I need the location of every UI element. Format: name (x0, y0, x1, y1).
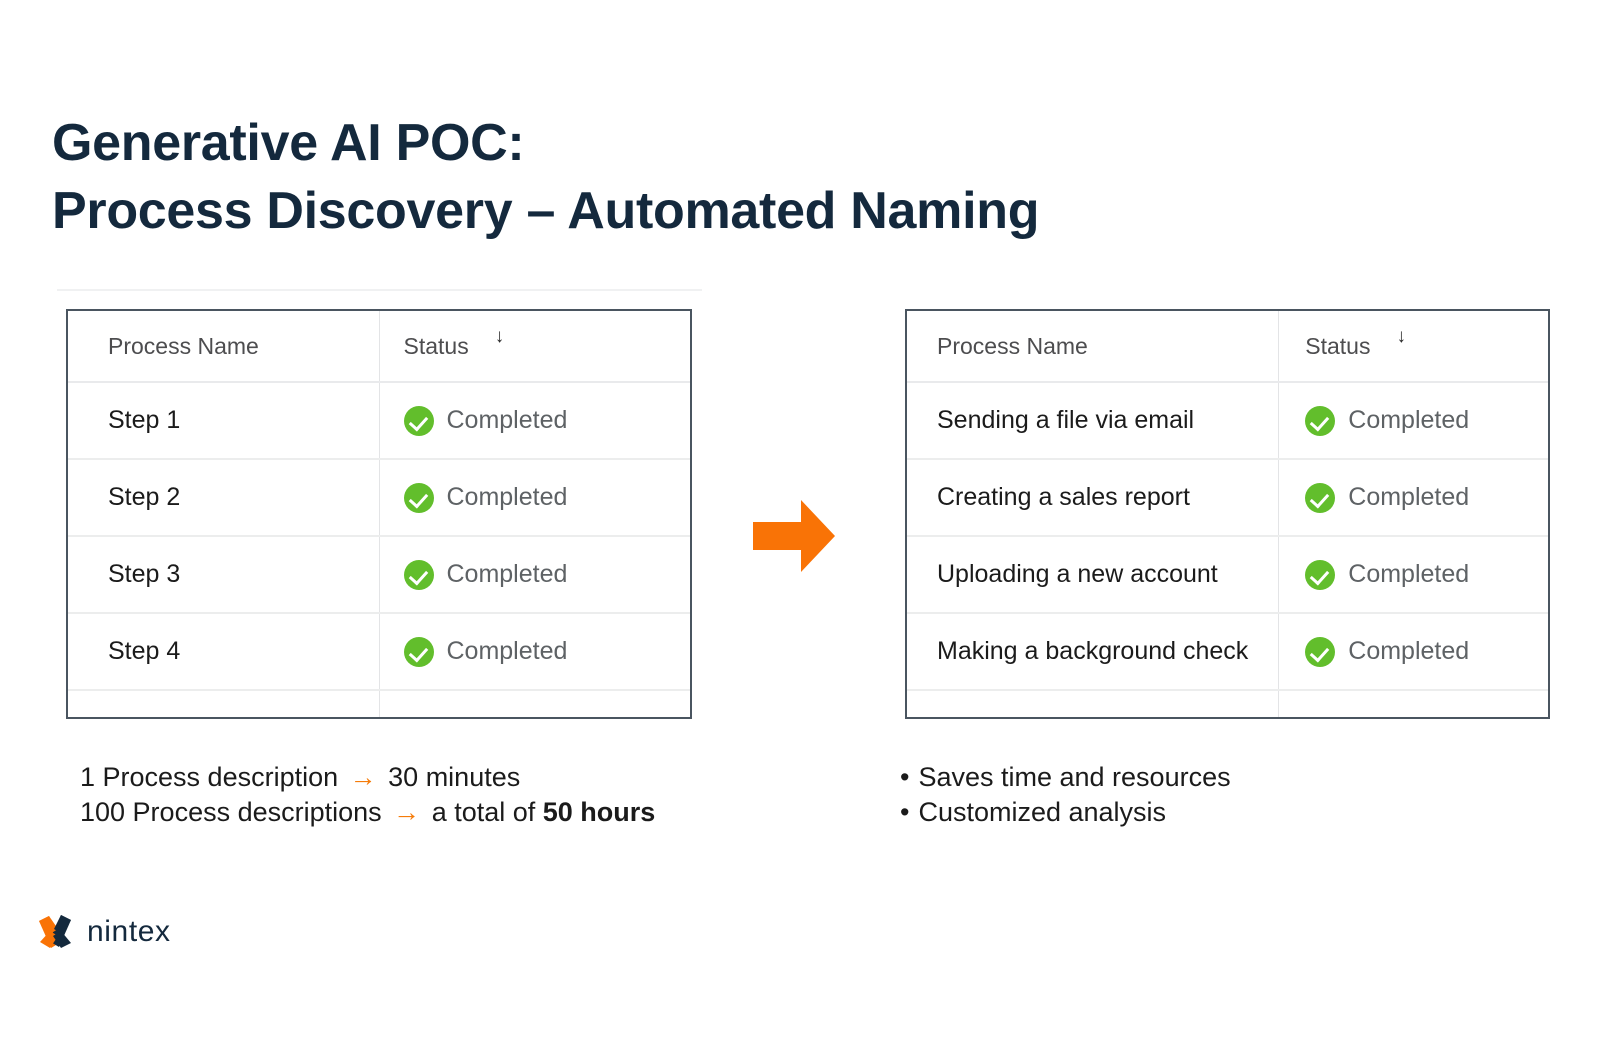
column-header-process-name[interactable]: Process Name (907, 311, 1279, 383)
cell-process-name: Sending a file via email (907, 382, 1279, 460)
sort-descending-icon[interactable]: ↓ (1396, 325, 1406, 347)
notes-left: 1 Process description → 30 minutes 100 P… (80, 760, 655, 829)
divider-rule (57, 289, 702, 291)
page-title-line-2: Process Discovery – Automated Naming (52, 181, 1040, 240)
table-before: Process Name Status ↓ Step 1 Completed (68, 311, 690, 717)
process-table-before: Process Name Status ↓ Step 1 Completed (66, 309, 692, 719)
check-circle-icon (1305, 482, 1336, 513)
check-circle-icon (1305, 636, 1336, 667)
nintex-wordmark: nintex (87, 915, 171, 948)
cell-empty (378, 690, 690, 717)
table-row[interactable]: Step 4 Completed (68, 613, 690, 691)
table-header-row: Process Name Status ↓ (68, 311, 690, 383)
bullet-icon: • (900, 796, 910, 827)
process-table-after: Process Name Status ↓ Sending a file via… (905, 309, 1550, 719)
arrow-right-icon: → (349, 762, 377, 792)
table-row[interactable]: Making a background check Completed (907, 613, 1548, 691)
status-label: Completed (446, 560, 568, 588)
notes-left-line-1-post: 30 minutes (388, 762, 521, 792)
column-header-status-label: Status (403, 332, 469, 359)
cell-status: Completed (1278, 536, 1548, 614)
bullet-icon: • (900, 762, 910, 792)
check-circle-icon (403, 482, 434, 513)
notes-left-line-2-bold: 50 hours (542, 796, 656, 827)
table-before-body: Step 1 Completed Step 2 Completed (68, 382, 690, 717)
cell-empty (1278, 690, 1548, 717)
cell-status: Completed (378, 459, 690, 537)
status-label: Completed (1348, 483, 1470, 511)
nintex-x-mark-icon (38, 915, 74, 949)
table-empty-row (907, 690, 1548, 717)
table-row[interactable]: Creating a sales report Completed (907, 459, 1548, 537)
table-row[interactable]: Step 3 Completed (68, 536, 690, 614)
cell-status: Completed (1278, 459, 1548, 537)
table-row[interactable]: Step 2 Completed (68, 459, 690, 537)
notes-left-line-2-pre: 100 Process descriptions (80, 796, 382, 827)
cell-status: Completed (1278, 382, 1548, 460)
cell-process-name: Making a background check (907, 613, 1279, 691)
cell-empty (907, 690, 1279, 717)
cell-process-name: Step 3 (68, 536, 379, 614)
table-header-row: Process Name Status ↓ (907, 311, 1548, 383)
page-title: Generative AI POC: Process Discovery – A… (52, 110, 1452, 245)
status-label: Completed (1348, 406, 1470, 434)
list-item: • Customized analysis (900, 795, 1231, 830)
column-header-status[interactable]: Status ↓ (1278, 311, 1548, 383)
table-before-header: Process Name Status ↓ (68, 311, 690, 383)
notes-left-line-2-mid: a total of (431, 796, 543, 827)
check-circle-icon (1305, 559, 1336, 590)
table-row[interactable]: Uploading a new account Completed (907, 536, 1548, 614)
arrow-right-icon: → (393, 796, 421, 827)
check-circle-icon (1305, 405, 1336, 436)
notes-right: • Saves time and resources • Customized an… (900, 760, 1231, 829)
cell-status: Completed (378, 613, 690, 691)
table-after-body: Sending a file via email Completed Creat… (907, 382, 1548, 717)
sort-descending-icon[interactable]: ↓ (494, 325, 505, 347)
page-title-line-1: Generative AI POC: (52, 114, 525, 172)
cell-process-name: Creating a sales report (907, 459, 1279, 537)
status-label: Completed (446, 406, 568, 434)
table-row[interactable]: Sending a file via email Completed (907, 382, 1548, 460)
status-label: Completed (1348, 637, 1470, 665)
cell-status: Completed (1278, 613, 1548, 691)
cell-process-name: Step 1 (68, 382, 379, 460)
cell-empty (68, 690, 379, 717)
list-item: • Saves time and resources (900, 760, 1231, 795)
table-after: Process Name Status ↓ Sending a file via… (907, 311, 1548, 717)
table-after-header: Process Name Status ↓ (907, 311, 1548, 383)
column-header-process-name-label: Process Name (937, 332, 1088, 359)
nintex-logo: nintex (38, 915, 171, 949)
check-circle-icon (403, 636, 434, 667)
notes-left-line-1: 1 Process description → 30 minutes (80, 760, 655, 795)
column-header-process-name-label: Process Name (108, 332, 259, 359)
column-header-process-name[interactable]: Process Name (68, 311, 379, 383)
right-arrow-icon (753, 500, 835, 572)
list-item-label: Customized analysis (918, 796, 1167, 827)
cell-process-name: Step 2 (68, 459, 379, 537)
status-label: Completed (446, 483, 568, 511)
column-header-status[interactable]: Status ↓ (378, 311, 690, 383)
notes-left-line-1-pre: 1 Process description (80, 762, 339, 792)
status-label: Completed (446, 637, 568, 665)
table-empty-row (68, 690, 690, 717)
column-header-status-label: Status (1305, 332, 1371, 359)
cell-process-name: Uploading a new account (907, 536, 1279, 614)
check-circle-icon (403, 559, 434, 590)
status-label: Completed (1348, 560, 1470, 588)
table-row[interactable]: Step 1 Completed (68, 382, 690, 460)
list-item-label: Saves time and resources (918, 762, 1231, 792)
cell-process-name: Step 4 (68, 613, 379, 691)
cell-status: Completed (378, 382, 690, 460)
cell-status: Completed (378, 536, 690, 614)
check-circle-icon (403, 405, 434, 436)
notes-left-line-2: 100 Process descriptions → a total of 50… (80, 795, 655, 830)
